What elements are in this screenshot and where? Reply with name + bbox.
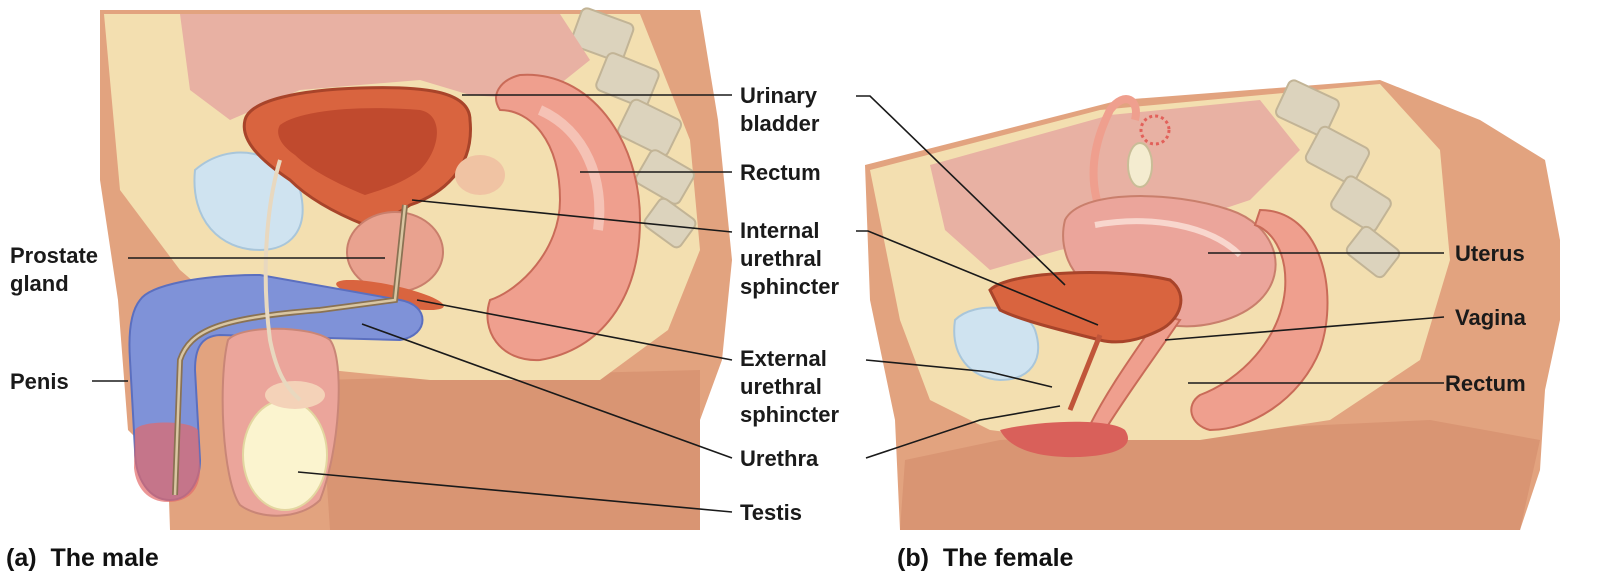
- label-testis: Testis: [740, 500, 802, 525]
- label-vagina: Vagina: [1455, 305, 1527, 330]
- label-urinary-bladder: Urinary bladder: [740, 83, 823, 136]
- caption-male: (a) The male: [6, 544, 159, 572]
- male-glans: [134, 423, 200, 503]
- label-rectum-female: Rectum: [1445, 371, 1526, 396]
- label-uterus: Uterus: [1455, 241, 1525, 266]
- male-testis: [243, 400, 327, 510]
- label-urethra: Urethra: [740, 446, 819, 471]
- male-thigh-shade: [320, 370, 700, 530]
- caption-female: (b) The female: [897, 544, 1074, 572]
- female-ovary: [1128, 143, 1152, 187]
- label-rectum-male: Rectum: [740, 160, 821, 185]
- label-penis: Penis: [10, 369, 69, 394]
- label-internal-urethral-sphincter: Internal urethral sphincter: [740, 218, 839, 299]
- label-external-urethral-sphincter: External urethral sphincter: [740, 346, 839, 427]
- male-seminal-vesicle: [455, 155, 505, 195]
- male-illustration: [100, 7, 732, 530]
- label-prostate-gland: Prostate gland: [10, 243, 104, 296]
